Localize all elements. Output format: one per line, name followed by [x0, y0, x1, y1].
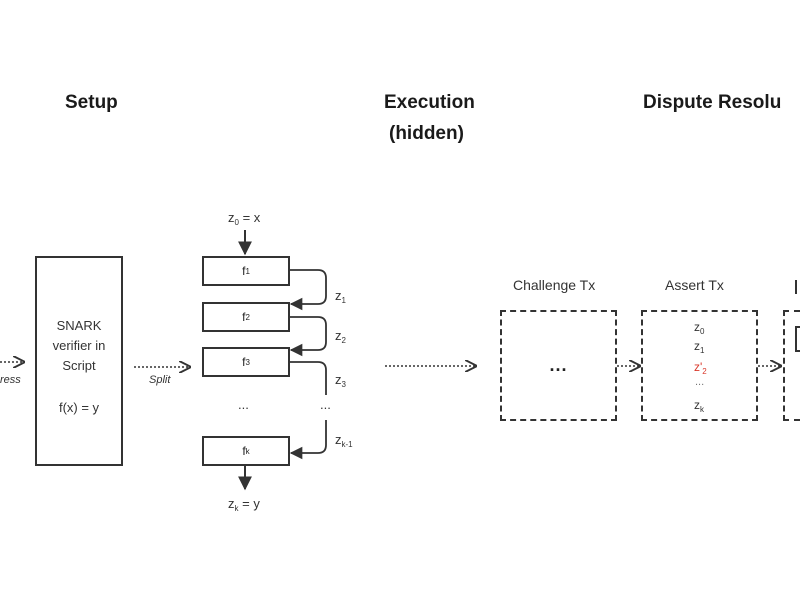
output-label-sub: k [234, 504, 239, 513]
assert-item-4: zk [694, 398, 704, 414]
line-from-f3 [289, 361, 327, 395]
function-1-sub: 1 [245, 266, 250, 276]
intermediate-label-1: z1 [335, 288, 346, 305]
input-label-rest: = x [238, 210, 261, 225]
assert-tx-box: z0 z1 z'2 ... zk [641, 310, 758, 421]
assert-item-1-sub: 1 [700, 346, 705, 355]
function-2-base: f [242, 310, 246, 324]
intermediate-label-k-1: zk-1 [335, 432, 353, 449]
left-arrow-label: ress [0, 374, 21, 386]
function-k-sub: k [245, 446, 250, 456]
function-1-base: f [242, 264, 246, 278]
next-tx-box-partial [783, 310, 800, 421]
assert-item-0: z0 [694, 320, 704, 336]
intermediate-1-base: z [335, 288, 342, 303]
assert-item-1: z1 [694, 339, 704, 355]
execution-heading: Execution [384, 92, 475, 113]
intermediate-3-base: z [335, 372, 342, 387]
snark-verifier-box: SNARK verifier in Script f(x) = y [35, 256, 123, 466]
intermediate-label-2: z2 [335, 328, 346, 345]
output-label-base: z [228, 496, 235, 511]
intermediate-2-base: z [335, 328, 342, 343]
intermediate-2-sub: 2 [341, 336, 346, 345]
loop-f1-f2 [289, 269, 327, 311]
verifier-line-3: Script [62, 358, 96, 373]
line-to-fk [289, 420, 327, 460]
function-3-sub: 3 [245, 357, 250, 367]
assert-item-0-sub: 0 [700, 327, 705, 336]
assert-item-2-highlighted: z'2 [694, 360, 707, 376]
input-label-base: z [228, 210, 235, 225]
intermediate-k-1-sub: k-1 [341, 440, 353, 449]
input-label-sub: 0 [234, 218, 239, 227]
challenge-tx-title: Challenge Tx [513, 277, 596, 293]
execution-subheading: (hidden) [389, 123, 464, 144]
assert-item-2-sub: 2 [702, 367, 707, 376]
verifier-line-2: verifier in [52, 338, 106, 353]
function-3-base: f [242, 355, 246, 369]
setup-heading: Setup [65, 92, 118, 113]
next-tx-title-partial [795, 280, 797, 294]
verifier-line-1: SNARK [56, 318, 102, 333]
assert-item-2-base: z' [694, 360, 703, 374]
function-ellipsis: ... [238, 397, 249, 412]
assert-item-3-base: ... [695, 376, 705, 388]
output-label-rest: = y [238, 496, 260, 511]
next-tx-inner-partial [795, 326, 800, 352]
loop-f2-f3 [289, 316, 327, 357]
assert-item-1-base: z [694, 339, 700, 353]
input-label: z0 = x [228, 210, 260, 227]
intermediate-k-1-base: z [335, 432, 342, 447]
assert-item-0-base: z [694, 320, 700, 334]
challenge-tx-box: ... [500, 310, 617, 421]
assert-tx-title: Assert Tx [665, 277, 724, 293]
intermediate-label-3: z3 [335, 372, 346, 389]
assert-item-4-sub: k [700, 405, 704, 414]
loop-ellipsis: ... [320, 397, 331, 412]
dispute-heading: Dispute Resolu [643, 92, 782, 113]
verifier-line-4: f(x) = y [58, 400, 100, 415]
function-k-base: f [242, 444, 246, 458]
intermediate-1-sub: 1 [341, 296, 346, 305]
split-label: Split [149, 374, 171, 386]
challenge-tx-content: ... [549, 355, 568, 375]
function-2-sub: 2 [245, 312, 250, 322]
assert-item-4-base: z [694, 398, 700, 412]
intermediate-3-sub: 3 [341, 380, 346, 389]
assert-item-3: ... [695, 376, 704, 390]
output-label: zk = y [228, 496, 260, 513]
